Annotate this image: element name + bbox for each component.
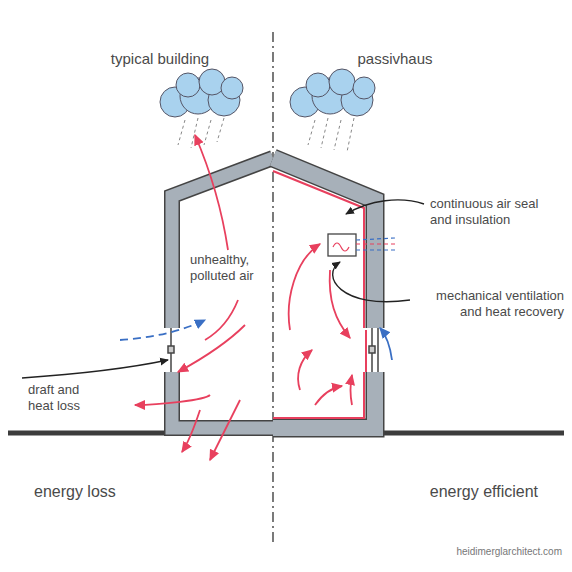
leader-line xyxy=(22,360,168,378)
air-seal xyxy=(273,171,366,418)
section-heading: typical building xyxy=(111,50,209,69)
air-flow-arrow xyxy=(289,244,352,405)
centre-line xyxy=(272,32,273,545)
cloud xyxy=(160,69,243,117)
footer-label: energy efficient xyxy=(430,482,538,502)
leader-line xyxy=(333,262,410,302)
wall-typical xyxy=(172,158,273,428)
wall-passivhaus xyxy=(273,158,375,428)
heat-loss-arrow xyxy=(135,135,245,460)
footer-label: energy loss xyxy=(34,482,116,502)
fresh-air-arrow xyxy=(380,328,392,360)
leader-line xyxy=(346,200,424,214)
callout-text: draft and heat loss xyxy=(28,382,100,415)
rain xyxy=(178,118,354,152)
section-heading: passivhaus xyxy=(357,50,432,69)
draft-arrow xyxy=(120,320,205,340)
cloud xyxy=(290,69,375,117)
callout-text: mechanical ventilation and heat recovery xyxy=(414,288,564,321)
watermark: heidimerglarchitect.com xyxy=(456,546,562,559)
callout-text: unhealthy, polluted air xyxy=(190,252,270,285)
ventilation-unit xyxy=(328,234,395,256)
callout-text: continuous air seal and insulation xyxy=(430,196,562,229)
